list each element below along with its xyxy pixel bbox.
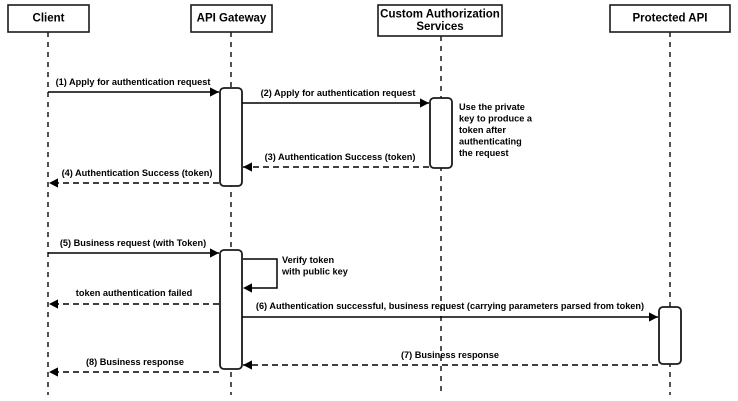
participant-protapi[interactable]: Protected API bbox=[609, 4, 731, 33]
message-arrowhead-m2 bbox=[420, 98, 429, 108]
note-line: authenticating bbox=[459, 137, 522, 147]
message-label-m7: (6) Authentication successful, business … bbox=[256, 301, 644, 311]
message-label-m4: (4) Authentication Success (token) bbox=[62, 168, 213, 178]
activation-bar-gateway bbox=[219, 87, 243, 187]
activation-bar-protapi bbox=[658, 306, 682, 365]
message-m1[interactable]: (1) Apply for authentication request bbox=[48, 77, 219, 97]
message-arrowhead-m8 bbox=[243, 360, 252, 370]
participant-label-authsvc: Services bbox=[416, 21, 463, 33]
participant-label-authsvc: Custom Authorization bbox=[380, 8, 500, 20]
message-m7[interactable]: (6) Authentication successful, business … bbox=[242, 301, 658, 322]
message-arrowhead-m5 bbox=[210, 248, 219, 258]
note-line: Use the private bbox=[459, 102, 525, 112]
message-m6[interactable]: token authentication failed bbox=[49, 288, 219, 309]
self-message-label-self1: Verify token bbox=[282, 255, 334, 265]
participant-box-gateway bbox=[190, 4, 273, 33]
message-arrowhead-m4 bbox=[49, 178, 58, 188]
participant-box-client bbox=[7, 4, 90, 33]
self-message-label-self1: with public key bbox=[281, 267, 349, 277]
message-label-m8: (7) Business response bbox=[401, 350, 499, 360]
participant-label-gateway: API Gateway bbox=[197, 13, 267, 25]
message-arrowhead-m3 bbox=[243, 162, 252, 172]
activation-bar-authsvc bbox=[429, 97, 453, 169]
message-label-m2: (2) Apply for authentication request bbox=[261, 88, 416, 98]
self-message-arrowhead-self1 bbox=[243, 283, 252, 293]
participant-box-protapi bbox=[609, 4, 731, 33]
message-arrowhead-m9 bbox=[49, 367, 58, 377]
message-m5[interactable]: (5) Business request (with Token) bbox=[48, 238, 219, 258]
note-line: the request bbox=[459, 148, 509, 158]
activation-bar-gateway bbox=[219, 249, 243, 370]
message-m3[interactable]: (3) Authentication Success (token) bbox=[243, 152, 429, 172]
message-label-m5: (5) Business request (with Token) bbox=[60, 238, 206, 248]
note-line: token after bbox=[459, 125, 506, 135]
participant-box-authsvc bbox=[377, 4, 503, 37]
message-label-m3: (3) Authentication Success (token) bbox=[265, 152, 416, 162]
message-label-m6: token authentication failed bbox=[76, 288, 192, 298]
message-label-m1: (1) Apply for authentication request bbox=[56, 77, 211, 87]
self-message-self1[interactable]: Verify token with public key bbox=[243, 255, 349, 293]
participant-label-protapi: Protected API bbox=[633, 13, 708, 25]
self-message-path-self1 bbox=[243, 258, 278, 289]
message-arrowhead-m1 bbox=[210, 87, 219, 97]
message-m2[interactable]: (2) Apply for authentication request bbox=[242, 88, 429, 108]
participant-gateway[interactable]: API Gateway bbox=[190, 4, 273, 33]
participant-label-client: Client bbox=[33, 13, 65, 25]
message-arrowhead-m7 bbox=[649, 312, 658, 322]
participant-client[interactable]: Client bbox=[7, 4, 90, 33]
note-line: key to produce a bbox=[459, 114, 533, 124]
message-arrowhead-m6 bbox=[49, 299, 58, 309]
message-label-m9: (8) Business response bbox=[86, 357, 184, 367]
message-m8[interactable]: (7) Business response bbox=[243, 350, 658, 370]
message-m9[interactable]: (8) Business response bbox=[49, 357, 219, 377]
message-m4[interactable]: (4) Authentication Success (token) bbox=[49, 168, 219, 188]
